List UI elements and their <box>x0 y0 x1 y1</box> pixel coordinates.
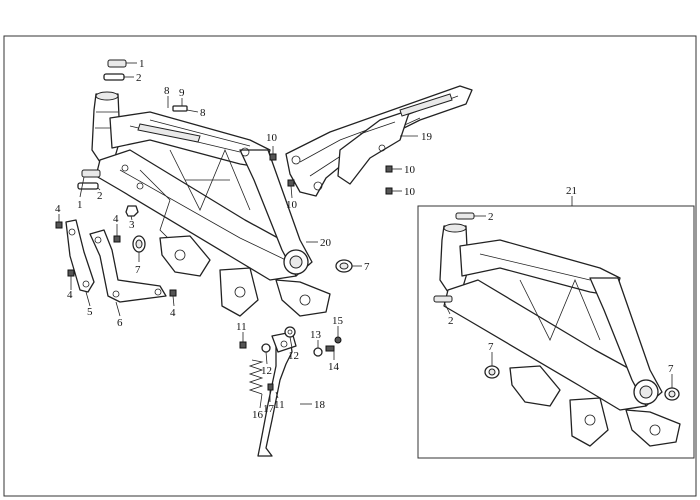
leader-lines <box>58 62 673 409</box>
callout-16: 16 <box>252 409 264 421</box>
callout-1: 1 <box>77 199 83 211</box>
collar-part-1-top <box>107 59 127 68</box>
callout-7: 7 <box>364 261 370 273</box>
callout-19: 19 <box>421 131 433 143</box>
bolt-part-10-a <box>269 153 277 161</box>
callout-15: 15 <box>332 315 344 327</box>
callout-2: 2 <box>97 190 103 202</box>
callout-12: 12 <box>261 365 272 377</box>
bolt-part-17-pin <box>267 383 274 391</box>
bolt-part-4-b <box>113 235 121 243</box>
bolt-part-11-a <box>239 341 247 349</box>
inset-collar-2-lower <box>433 295 453 303</box>
washer-part-12-a <box>261 343 271 353</box>
callout-8: 8 <box>164 85 170 97</box>
callout-21: 21 <box>566 185 577 197</box>
callout-2: 2 <box>136 72 142 84</box>
callout-13: 13 <box>310 329 322 341</box>
callout-1: 1 <box>139 58 145 70</box>
callout-7: 7 <box>488 341 494 353</box>
callout-10: 10 <box>266 132 278 144</box>
callout-10: 10 <box>404 186 416 198</box>
bolt-part-10-d <box>385 187 393 195</box>
bolt-part-4-d <box>169 289 177 297</box>
inset-box-part-21 <box>417 205 695 459</box>
callout-8: 8 <box>200 107 206 119</box>
callout-6: 6 <box>117 317 123 329</box>
callout-10: 10 <box>286 199 298 211</box>
callout-7: 7 <box>668 363 674 375</box>
inset-bushing-7-b <box>664 387 680 401</box>
bolt-part-10-c <box>385 165 393 173</box>
callout-10: 10 <box>404 164 416 176</box>
callout-labels: 1 2 8 9 8 1 2 4 4 3 7 4 5 6 4 10 10 19 1… <box>55 58 674 421</box>
callout-7: 7 <box>135 264 141 276</box>
bolt-part-10-b <box>287 179 295 187</box>
callout-5: 5 <box>87 306 93 318</box>
callout-11: 11 <box>274 399 285 411</box>
callout-18: 18 <box>314 399 326 411</box>
nut-part-3 <box>125 205 139 217</box>
inset-bushing-7-a <box>484 365 500 379</box>
subframe-part-19 <box>285 85 473 197</box>
callout-12: 12 <box>288 350 299 362</box>
callout-4: 4 <box>170 307 176 319</box>
callout-20: 20 <box>320 237 332 249</box>
callout-11: 11 <box>236 321 247 333</box>
diagram-border <box>3 35 697 497</box>
washer-part-12-b <box>284 326 296 338</box>
bushing-part-7-b <box>335 259 353 273</box>
bracket-part-5 <box>65 219 95 293</box>
callout-2: 2 <box>448 315 454 327</box>
callout-4: 4 <box>67 289 73 301</box>
callout-3: 3 <box>129 219 135 231</box>
callout-2: 2 <box>488 211 494 223</box>
callout-17: 17 <box>263 403 275 415</box>
bolt-part-4-c <box>67 269 75 277</box>
bracket-part-6 <box>89 229 167 303</box>
inset-frame <box>439 223 681 447</box>
callout-4: 4 <box>55 203 61 215</box>
bolt-part-14-15 <box>325 336 342 352</box>
bushing-part-7-a <box>132 235 146 253</box>
collar-part-1-lower <box>81 169 101 178</box>
callout-14: 14 <box>328 361 340 373</box>
pin-part-8-9 <box>167 98 188 112</box>
callout-9: 9 <box>179 87 185 99</box>
bolt-part-4-a <box>55 221 63 229</box>
spring-part-16 <box>248 359 264 395</box>
collar-part-2-top <box>103 73 125 81</box>
callout-4: 4 <box>113 213 119 225</box>
inset-collar-2-top <box>455 212 475 220</box>
main-frame-part-20 <box>91 91 331 317</box>
nut-part-13 <box>313 347 323 357</box>
collar-part-2-lower <box>77 182 99 190</box>
